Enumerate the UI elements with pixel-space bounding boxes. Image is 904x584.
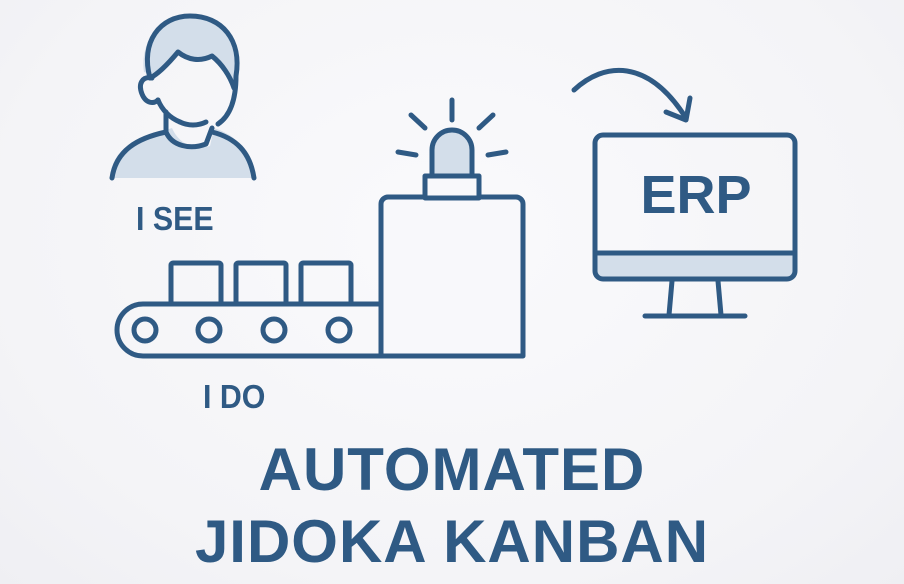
title-jidoka-kanban: JIDOKA KANBAN — [194, 508, 710, 575]
i-see-label: I SEE — [136, 200, 214, 237]
computer-monitor-icon — [592, 132, 798, 319]
title-line-1: AUTOMATED — [0, 440, 904, 500]
conveyor-belt-icon — [114, 260, 381, 359]
andon-light-icon — [395, 97, 509, 201]
person-icon — [109, 13, 257, 181]
title-automated: AUTOMATED — [258, 436, 646, 503]
i-do-label: I DO — [203, 378, 266, 415]
erp-label: ERP — [640, 165, 752, 225]
curved-arrow-icon — [571, 68, 693, 123]
title-line-2: JIDOKA KANBAN — [0, 512, 904, 572]
machine-box-icon — [378, 194, 526, 359]
